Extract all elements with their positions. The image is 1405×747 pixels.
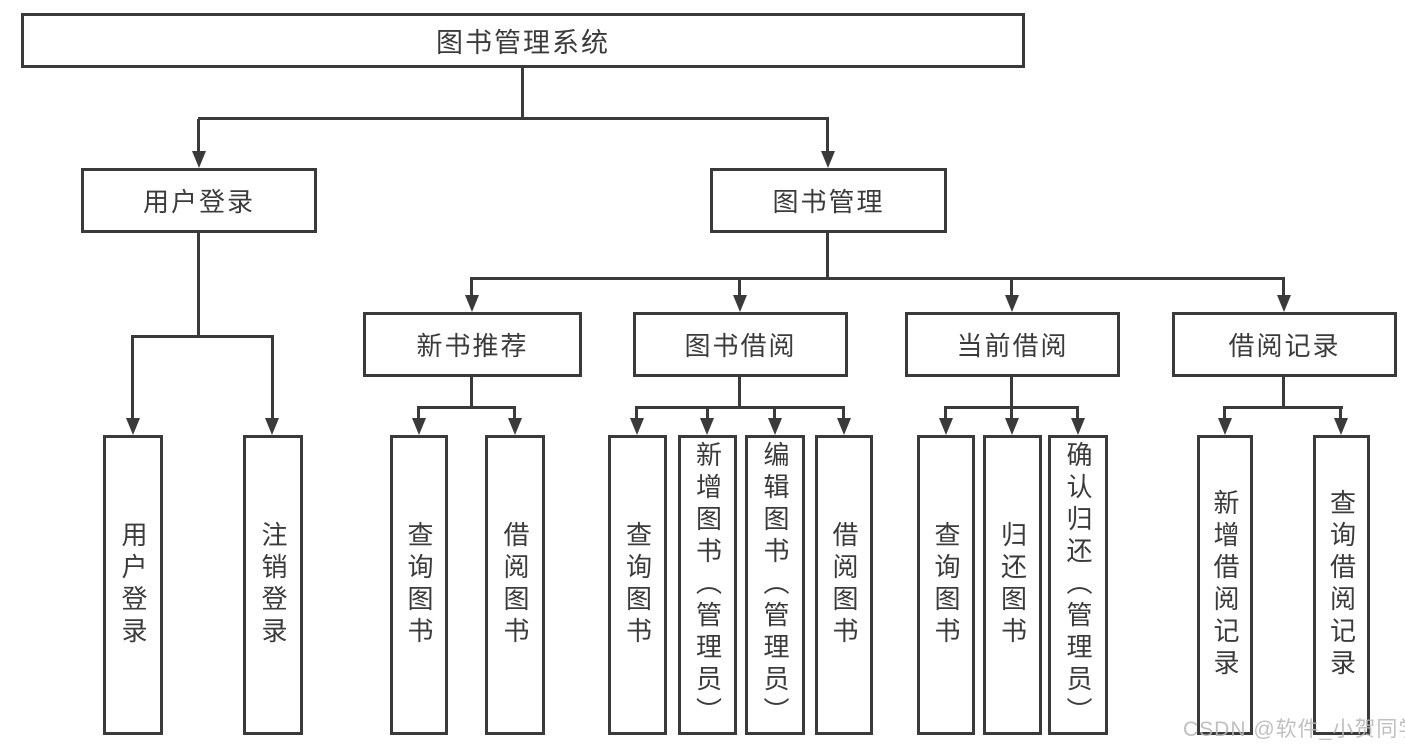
connector-line (826, 233, 829, 279)
leaf-query-books-1-label: 查询图书 (404, 521, 434, 649)
leaf-query-borrow-record: 查询借阅记录 (1313, 435, 1370, 735)
arrow-down-icon (1005, 418, 1019, 435)
leaf-edit-book-admin-label: 编辑图书（管理员） (760, 441, 790, 729)
connector-line (197, 119, 200, 153)
connector-line (944, 408, 947, 420)
connector-line (131, 337, 134, 420)
leaf-user-login: 用户登录 (103, 435, 163, 735)
arrow-down-icon (192, 151, 206, 168)
connector-line (1282, 279, 1285, 297)
node-current-borrow: 当前借阅 (905, 312, 1120, 377)
leaf-return-books: 归还图书 (983, 435, 1042, 735)
connector-line (773, 408, 776, 420)
arrow-down-icon (821, 151, 835, 168)
leaf-query-books-2-label: 查询图书 (622, 521, 653, 649)
node-new-book-recommend: 新书推荐 (363, 312, 582, 377)
arrow-down-icon (508, 418, 522, 435)
arrow-down-icon (1334, 418, 1348, 435)
connector-line (1223, 408, 1226, 420)
leaf-add-book-admin: 新增图书（管理员） (678, 435, 737, 735)
node-book-management: 图书管理 (710, 168, 947, 233)
arrow-down-icon (768, 418, 782, 435)
connector-line (842, 408, 845, 420)
connector-line (1010, 377, 1013, 408)
arrow-down-icon (1071, 418, 1085, 435)
leaf-add-borrow-record-label: 新增借阅记录 (1210, 489, 1240, 681)
connector-line (738, 377, 741, 408)
connector-line (1010, 279, 1013, 297)
connector-line (635, 408, 638, 420)
arrow-down-icon (837, 418, 851, 435)
leaf-query-books-2: 查询图书 (608, 435, 667, 735)
connector-line (826, 119, 829, 153)
node-borrow-records: 借阅记录 (1172, 312, 1397, 377)
connector-line (944, 406, 1079, 409)
connector-line (1223, 406, 1343, 409)
arrow-down-icon (1218, 418, 1232, 435)
connector-line (197, 233, 200, 338)
connector-line (198, 117, 829, 120)
connector-line (417, 406, 516, 409)
arrow-down-icon (939, 418, 953, 435)
connector-line (706, 408, 709, 420)
connector-line (131, 335, 274, 338)
arrow-down-icon (1277, 295, 1291, 312)
leaf-add-book-admin-label: 新增图书（管理员） (692, 441, 723, 729)
connector-line (635, 406, 845, 409)
leaf-return-books-label: 归还图书 (997, 521, 1028, 649)
leaf-query-borrow-record-label: 查询借阅记录 (1326, 489, 1357, 681)
leaf-borrow-books-1-label: 借阅图书 (500, 521, 530, 649)
leaf-logout-label: 注销登录 (258, 521, 288, 649)
leaf-query-books-3: 查询图书 (917, 435, 975, 735)
connector-line (513, 408, 516, 420)
arrow-down-icon (630, 418, 644, 435)
csdn-watermark: CSDN @软件_小贺同学 (1183, 718, 1405, 741)
connector-line (470, 377, 473, 408)
leaf-confirm-return-admin: 确认归还（管理员） (1048, 435, 1108, 735)
connector-line (738, 279, 741, 297)
arrow-down-icon (1005, 295, 1019, 312)
leaf-add-borrow-record: 新增借阅记录 (1197, 435, 1253, 735)
connector-line (521, 68, 524, 119)
leaf-borrow-books-2-label: 借阅图书 (829, 521, 859, 649)
node-book-borrow: 图书借阅 (633, 312, 848, 377)
arrow-down-icon (733, 295, 747, 312)
arrow-down-icon (126, 418, 140, 435)
node-user-login: 用户登录 (81, 168, 317, 233)
leaf-edit-book-admin: 编辑图书（管理员） (745, 435, 805, 735)
arrow-down-icon (700, 418, 714, 435)
node-library-management-system: 图书管理系统 (21, 13, 1025, 68)
connector-line (271, 337, 274, 420)
arrow-down-icon (465, 295, 479, 312)
connector-line (470, 279, 473, 297)
leaf-borrow-books-1: 借阅图书 (485, 435, 545, 735)
connector-line (1010, 408, 1013, 420)
leaf-user-login-label: 用户登录 (118, 521, 148, 649)
leaf-query-books-3-label: 查询图书 (931, 521, 961, 649)
leaf-confirm-return-admin-label: 确认归还（管理员） (1063, 441, 1093, 729)
connector-line (1339, 408, 1342, 420)
connector-line (1076, 408, 1079, 420)
leaf-query-books-1: 查询图书 (390, 435, 448, 735)
arrow-down-icon (412, 418, 426, 435)
connector-line (470, 277, 1285, 280)
leaf-borrow-books-2: 借阅图书 (815, 435, 873, 735)
arrow-down-icon (265, 418, 279, 435)
leaf-logout: 注销登录 (243, 435, 303, 735)
connector-line (1282, 377, 1285, 408)
connector-line (417, 408, 420, 420)
